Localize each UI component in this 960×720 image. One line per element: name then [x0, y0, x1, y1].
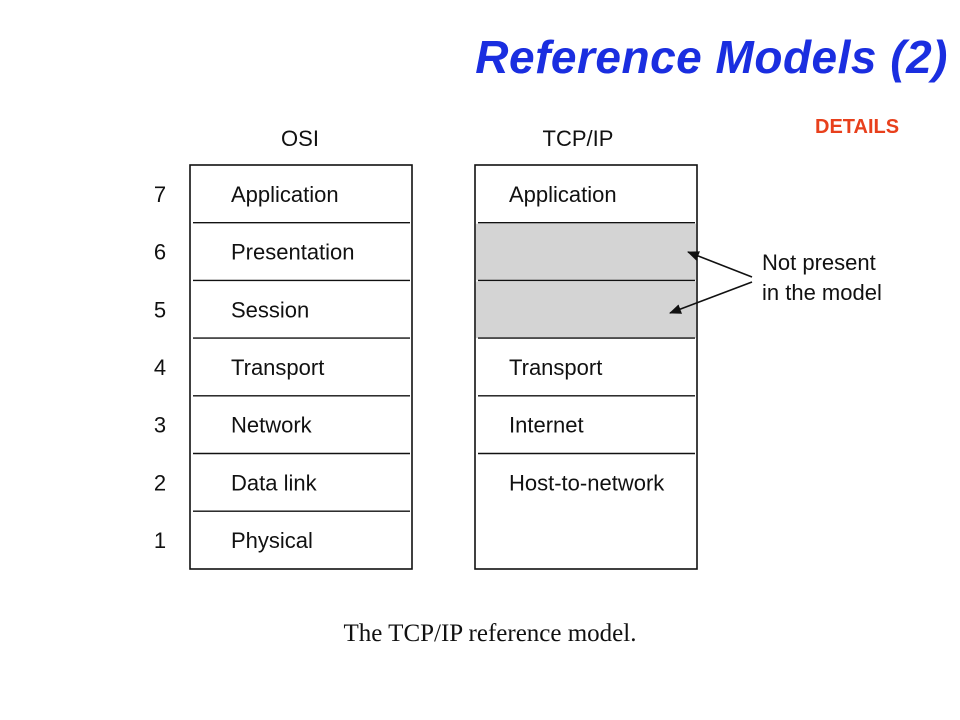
- osi-layer-number: 7: [154, 182, 166, 207]
- osi-layer-number: 5: [154, 297, 166, 322]
- osi-layer-number: 1: [154, 528, 166, 553]
- details-link[interactable]: DETAILS: [815, 116, 900, 138]
- tcpip-layer-name: Application: [509, 182, 617, 207]
- tcpip-layer-name: Internet: [509, 413, 584, 438]
- arrow-lower: [669, 281, 753, 314]
- osi-layer-name: Physical: [231, 528, 313, 553]
- tcpip-layer-name: Transport: [509, 355, 602, 380]
- osi-layer-name: Session: [231, 297, 309, 322]
- annotation-line-2: in the model: [762, 280, 882, 305]
- not-present-annotation: Not present in the model: [669, 250, 882, 314]
- annotation-line-1: Not present: [762, 250, 876, 275]
- tcpip-shading: [476, 223, 696, 339]
- osi-layer-name: Transport: [231, 355, 324, 380]
- osi-stack: 7 Application 6 Presentation 5 Session 4 Transp…: [154, 164, 413, 570]
- osi-dividers: [193, 221, 410, 512]
- tcpip-rows: ApplicationTransportInternetHost-to-netw…: [509, 182, 665, 496]
- slide-title: Reference Models (2): [475, 31, 948, 83]
- osi-heading: OSI: [281, 126, 319, 151]
- tcpip-dividers: [478, 221, 695, 455]
- osi-layer-number: 6: [154, 240, 166, 265]
- figure-caption: The TCP/IP reference model.: [343, 620, 637, 647]
- tcpip-box: [474, 164, 698, 570]
- osi-layer-name: Application: [231, 182, 339, 207]
- osi-rows: 7 Application 6 Presentation 5 Session 4 Transp…: [154, 182, 355, 553]
- osi-box: [189, 164, 413, 570]
- osi-layer-number: 4: [154, 355, 166, 380]
- osi-layer-name: Network: [231, 413, 313, 438]
- tcpip-absent-layer: [476, 223, 696, 281]
- osi-layer-number: 2: [154, 470, 166, 495]
- tcpip-heading: TCP/IP: [543, 126, 614, 151]
- tcpip-stack: ApplicationTransportInternetHost-to-netw…: [474, 164, 698, 570]
- osi-layer-number: 3: [154, 413, 166, 438]
- osi-layer-name: Presentation: [231, 240, 355, 265]
- arrow-upper: [687, 251, 753, 278]
- tcpip-layer-name: Host-to-network: [509, 470, 665, 495]
- osi-layer-name: Data link: [231, 470, 318, 495]
- tcpip-absent-layer: [476, 281, 696, 339]
